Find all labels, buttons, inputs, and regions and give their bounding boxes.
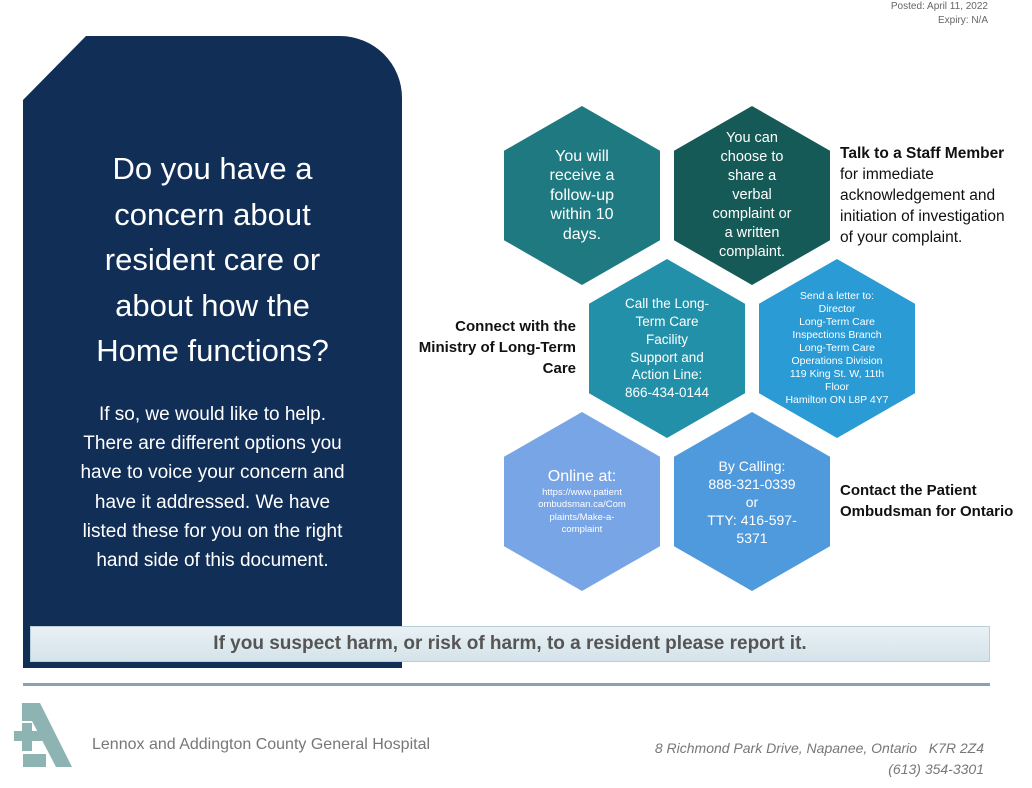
panel-title: Do you have a concern about resident car… bbox=[23, 146, 402, 374]
hex-line: Inspections Branch bbox=[792, 329, 882, 341]
hex-calling: By Calling: 888-321-0339 or TTY: 416-597… bbox=[674, 412, 830, 591]
hex-line: complaint or bbox=[712, 206, 792, 222]
hex-line: follow-up bbox=[549, 186, 615, 204]
posted-date: Posted: April 11, 2022 bbox=[890, 1, 988, 12]
hex-choose: You can choose to share a verbal complai… bbox=[674, 106, 830, 285]
url-line: complaint bbox=[561, 524, 603, 535]
ombudsman-url[interactable]: https://www.patient ombudsman.ca/Com pla… bbox=[538, 487, 626, 537]
hospital-address: 8 Richmond Park Drive, Napanee, Ontario … bbox=[654, 740, 984, 756]
hex-line: Floor bbox=[825, 381, 849, 393]
hex-line: TTY: 416-597- bbox=[707, 511, 797, 528]
title-line: Home functions? bbox=[96, 333, 329, 368]
hex-line: By Calling: bbox=[718, 457, 786, 474]
hex-line: Long-Term Care bbox=[799, 342, 875, 354]
hex-online-title: Online at: bbox=[547, 467, 617, 485]
hospital-contact: 8 Richmond Park Drive, Napanee, Ontario … bbox=[655, 738, 984, 780]
url-line: ombudsman.ca/Com bbox=[538, 499, 626, 510]
body-line: hand side of this document. bbox=[96, 550, 329, 572]
posting-info: Posted: April 11, 2022 Expiry: N/A bbox=[891, 0, 988, 28]
title-line: about how the bbox=[115, 287, 310, 323]
hospital-name: Lennox and Addington County General Hosp… bbox=[92, 736, 431, 753]
hex-line: Facility bbox=[645, 331, 688, 347]
body-line: If so, we would like to help. bbox=[98, 404, 327, 425]
ministry-label: Connect with the Ministry of Long-Term C… bbox=[419, 316, 576, 379]
hex-line: 119 King St. W, 11th bbox=[789, 368, 885, 380]
hex-online: Online at: https://www.patient ombudsman… bbox=[504, 412, 660, 591]
ministry-line: Connect with the bbox=[455, 318, 576, 335]
hex-line: receive a bbox=[549, 167, 615, 185]
panel-body: If so, we would like to help. There are … bbox=[23, 400, 402, 575]
url-line: https://www.patient bbox=[542, 486, 622, 498]
hospital-logo-icon bbox=[14, 703, 72, 767]
title-line: concern about bbox=[114, 196, 311, 232]
ombudsman-line: Contact the Patient bbox=[840, 482, 977, 499]
hex-line: Term Care bbox=[635, 313, 699, 329]
hex-line: share a bbox=[727, 168, 777, 184]
hospital-phone: (613) 354-3301 bbox=[888, 761, 984, 777]
staff-label: Talk to a Staff Member for immediate ack… bbox=[840, 143, 1005, 248]
hex-line: within 10 bbox=[550, 206, 614, 224]
hex-followup: You will receive a follow-up within 10 d… bbox=[504, 106, 660, 285]
hex-line: Long-Term Care bbox=[799, 316, 875, 328]
hex-line: Action Line: bbox=[631, 367, 703, 383]
hex-phone: 866-434-0144 bbox=[624, 385, 710, 401]
staff-heading: Talk to a Staff Member bbox=[840, 145, 1005, 162]
hex-line: a written bbox=[724, 225, 780, 241]
hex-line: Operations Division bbox=[791, 355, 883, 367]
hex-line: Director bbox=[818, 303, 856, 315]
hex-line: choose to bbox=[720, 149, 784, 165]
report-harm-banner: If you suspect harm, or risk of harm, to… bbox=[30, 626, 990, 662]
title-line: resident care or bbox=[104, 242, 321, 277]
ministry-line: Care bbox=[542, 360, 576, 377]
hex-line: verbal bbox=[732, 187, 772, 203]
hex-line: You can bbox=[726, 130, 778, 146]
divider bbox=[23, 683, 990, 686]
staff-line: for immediate bbox=[840, 166, 934, 183]
hex-call-ltc: Call the Long- Term Care Facility Suppor… bbox=[589, 259, 745, 438]
hex-line: complaint. bbox=[718, 244, 786, 260]
ministry-line: Ministry of Long-Term bbox=[418, 339, 576, 356]
hex-line: 888-321-0339 bbox=[708, 475, 796, 492]
hex-line: Hamilton ON L8P 4Y7 bbox=[785, 394, 889, 406]
hex-line: Call the Long- bbox=[624, 296, 710, 312]
url-line: plaints/Make-a- bbox=[549, 511, 615, 523]
title-line: Do you have a bbox=[112, 151, 313, 186]
body-line: have it addressed. We have bbox=[94, 491, 331, 513]
ombudsman-line: Ombudsman for Ontario bbox=[840, 503, 1014, 520]
staff-line: initiation of investigation bbox=[840, 208, 1005, 225]
staff-line: acknowledgement and bbox=[840, 187, 996, 204]
hex-line: or bbox=[745, 493, 759, 510]
hex-line: Send a letter to: bbox=[799, 290, 875, 302]
body-line: have to voice your concern and bbox=[80, 462, 345, 484]
body-line: There are different options you bbox=[83, 433, 342, 455]
hex-line: Support and bbox=[630, 349, 704, 365]
body-line: listed these for you on the right bbox=[82, 520, 343, 542]
hex-line: 5371 bbox=[736, 529, 768, 546]
expiry-date: Expiry: N/A bbox=[937, 15, 988, 26]
hex-line: You will bbox=[555, 147, 609, 165]
hex-letter: Send a letter to: Director Long-Term Car… bbox=[759, 259, 915, 438]
staff-line: of your complaint. bbox=[840, 229, 963, 246]
ombudsman-label: Contact the Patient Ombudsman for Ontari… bbox=[840, 480, 1013, 522]
intro-panel: Do you have a concern about resident car… bbox=[23, 36, 402, 668]
hex-line: days. bbox=[562, 225, 602, 243]
